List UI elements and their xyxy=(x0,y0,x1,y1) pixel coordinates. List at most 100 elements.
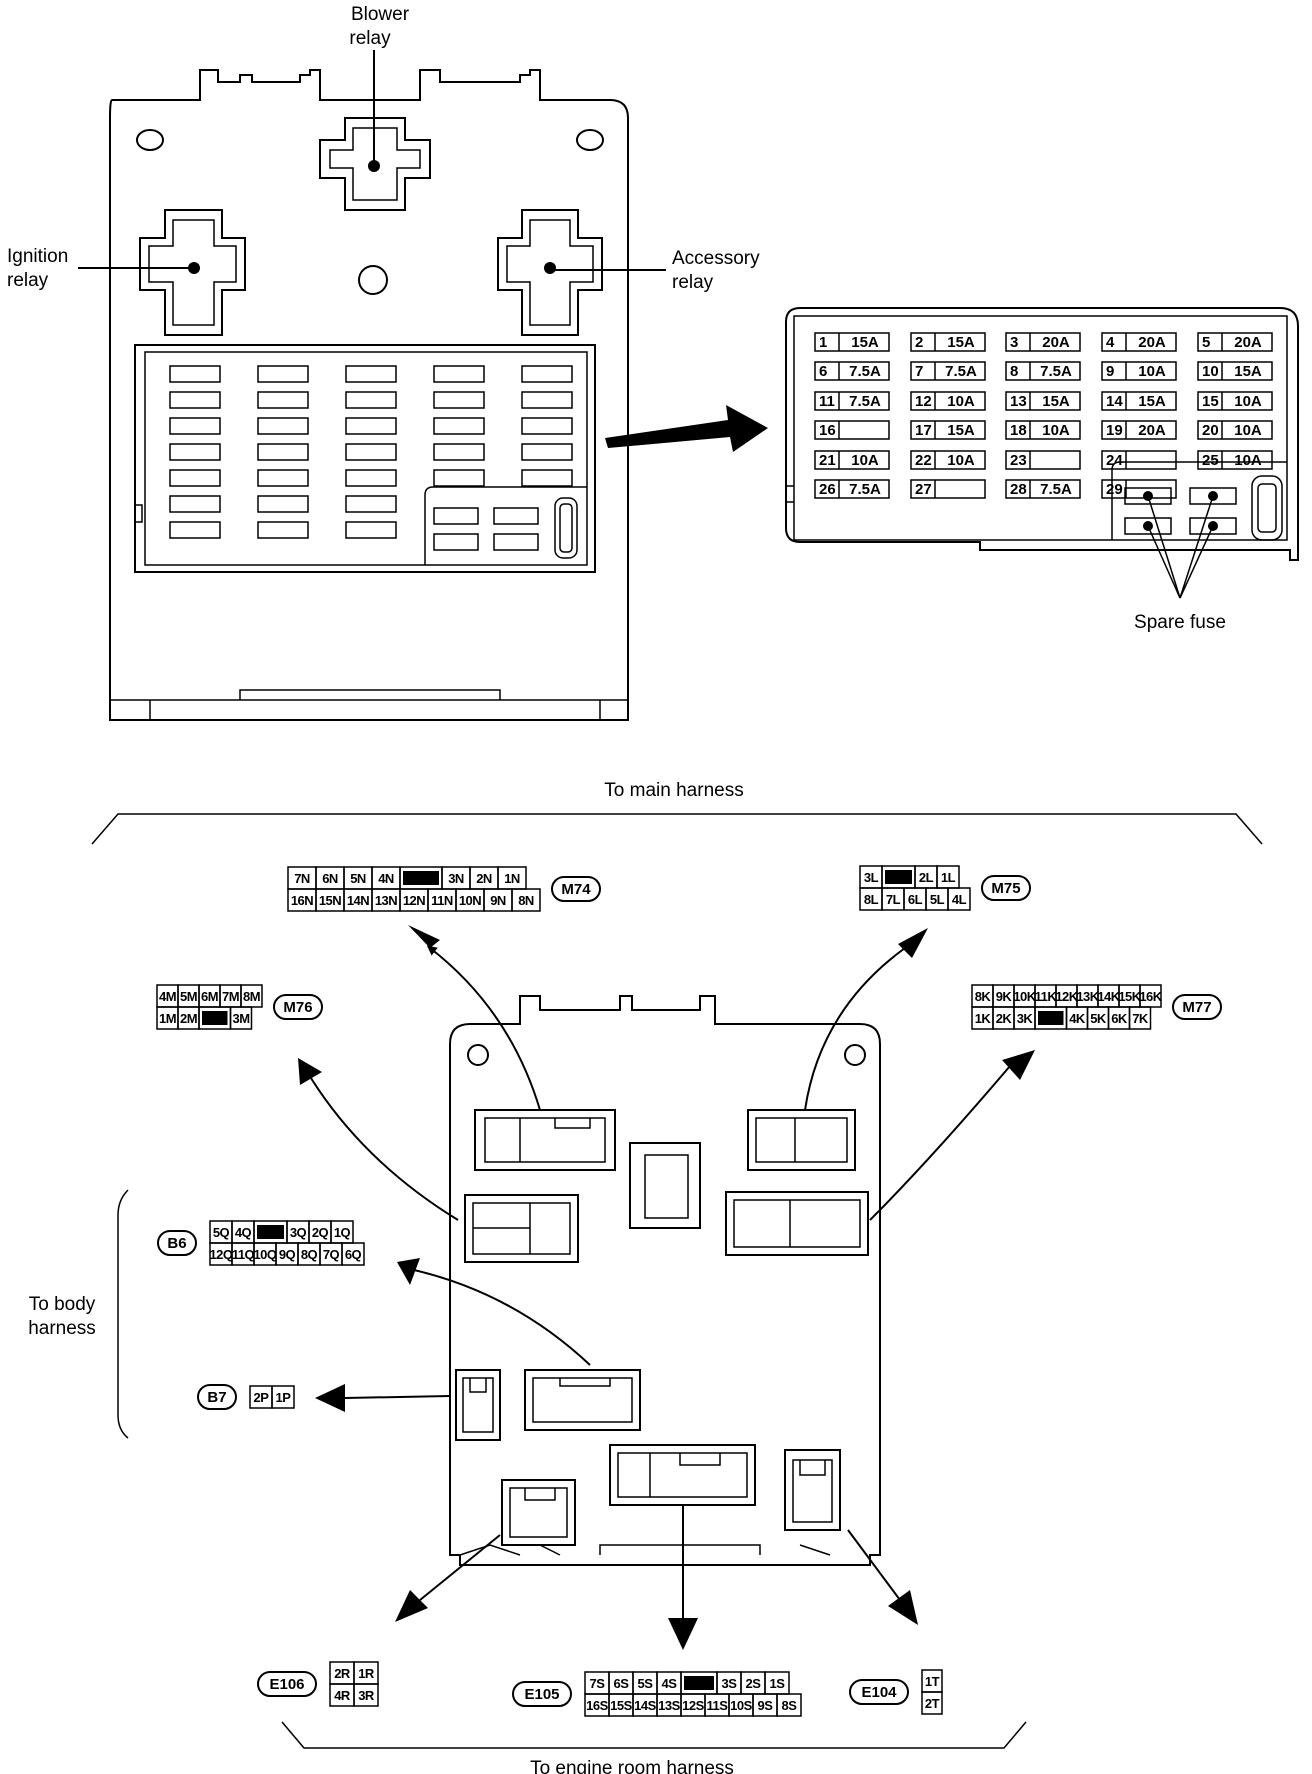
fuse-number: 18 xyxy=(1010,422,1027,439)
fuse-number: 10 xyxy=(1202,363,1219,380)
fuse-number: 19 xyxy=(1106,422,1123,439)
connector-id: M77 xyxy=(1182,999,1211,1016)
pin-3q: 3Q xyxy=(290,1225,307,1240)
pin-4n: 4N xyxy=(378,871,394,886)
pin-7q: 7Q xyxy=(323,1247,340,1262)
pin-14s: 14S xyxy=(634,1698,656,1713)
fuse-amp: 10A xyxy=(947,452,975,469)
fuse-25: 25 10A xyxy=(1197,450,1273,470)
fuse-slot xyxy=(521,417,573,435)
fuse-slot xyxy=(345,391,397,409)
connector-id: B7 xyxy=(207,1389,226,1406)
fuse-number: 25 xyxy=(1202,452,1219,469)
fuse-slot xyxy=(521,443,573,461)
fuse-slot xyxy=(521,469,573,487)
fuse-18: 18 10A xyxy=(1005,420,1081,440)
fuse-number: 21 xyxy=(819,452,836,469)
fuse-slot-small xyxy=(433,507,479,525)
pin-7k: 7K xyxy=(1132,1011,1149,1026)
svg-text:Ignition: Ignition xyxy=(7,246,68,267)
fuse-number: 22 xyxy=(915,452,932,469)
pin-3r: 3R xyxy=(358,1688,375,1703)
pin-16s: 16S xyxy=(586,1698,608,1713)
pin-6l: 6L xyxy=(908,892,923,907)
fuse-amp: 10A xyxy=(1234,452,1262,469)
fuse-amp: 15A xyxy=(1234,363,1262,380)
connector-id: E105 xyxy=(524,1686,559,1703)
pin-1n: 1N xyxy=(504,871,520,886)
pin-14n: 14N xyxy=(347,893,369,908)
fuse-slot xyxy=(433,417,485,435)
pin-9n: 9N xyxy=(490,893,506,908)
connector-id: E104 xyxy=(861,1684,897,1701)
fuse-number: 24 xyxy=(1106,452,1123,469)
fuse-slot xyxy=(521,391,573,409)
fuse-number: 2 xyxy=(915,334,923,351)
pin-1q: 1Q xyxy=(334,1225,351,1240)
blank-cavity xyxy=(257,1225,284,1239)
connector-id-badge xyxy=(257,1671,317,1697)
fuse-slot xyxy=(345,417,397,435)
pin-3n: 3N xyxy=(448,871,464,886)
fuse-2: 2 15A xyxy=(910,332,986,352)
fuse-amp: 15A xyxy=(851,334,879,351)
svg-text:Blower: Blower xyxy=(351,4,410,25)
connector-id-badge xyxy=(197,1384,237,1410)
svg-text:relay: relay xyxy=(7,270,49,291)
fuse-slot xyxy=(257,495,309,513)
pin-9s: 9S xyxy=(758,1698,774,1713)
pin-15s: 15S xyxy=(610,1698,632,1713)
pin-14k: 14K xyxy=(1097,989,1120,1004)
pin-6k: 6K xyxy=(1111,1011,1128,1026)
pin-5s: 5S xyxy=(638,1676,654,1691)
fuse-amp: 10A xyxy=(1234,422,1262,439)
pin-1t: 1T xyxy=(925,1674,940,1689)
fuse-amp: 7.5A xyxy=(1040,481,1072,498)
fuse-19: 19 20A xyxy=(1101,420,1177,440)
ignition-relay-label: Ignition relay xyxy=(7,246,68,291)
fuse-number: 28 xyxy=(1010,481,1027,498)
fuse-slot xyxy=(257,443,309,461)
pin-7l: 7L xyxy=(886,892,901,907)
fuse-number: 14 xyxy=(1106,393,1123,410)
pin-5q: 5Q xyxy=(213,1225,230,1240)
pin-7n: 7N xyxy=(294,871,310,886)
pin-4k: 4K xyxy=(1069,1011,1086,1026)
connector-id: M74 xyxy=(561,881,591,898)
connector-id-badge xyxy=(551,876,601,902)
pin-2n: 2N xyxy=(476,871,492,886)
fuse-slot xyxy=(345,443,397,461)
pin-8k: 8K xyxy=(975,989,992,1004)
fuse-amp: 15A xyxy=(947,334,975,351)
fuse-amp: 20A xyxy=(1234,334,1262,351)
pin-1r: 1R xyxy=(358,1666,375,1681)
blank-cavity xyxy=(403,871,439,885)
pin-4m: 4M xyxy=(159,989,176,1004)
fuse-24: 24 xyxy=(1101,450,1177,470)
fuse-amp: 10A xyxy=(1234,393,1262,410)
fuse-number: 9 xyxy=(1106,363,1114,380)
fuse-amp: 10A xyxy=(947,393,975,410)
fuse-amp: 20A xyxy=(1138,422,1166,439)
pin-9k: 9K xyxy=(996,989,1013,1004)
blank-cavity xyxy=(885,870,912,884)
fuse-amp: 10A xyxy=(851,452,879,469)
connector-id-badge xyxy=(1172,994,1222,1020)
blank-cavity xyxy=(684,1676,714,1690)
pin-5l: 5L xyxy=(930,892,945,907)
fuse-number: 6 xyxy=(819,363,827,380)
fuse-amp: 10A xyxy=(1042,422,1070,439)
connector-id-badge xyxy=(157,1230,197,1256)
pin-7m: 7M xyxy=(222,989,239,1004)
